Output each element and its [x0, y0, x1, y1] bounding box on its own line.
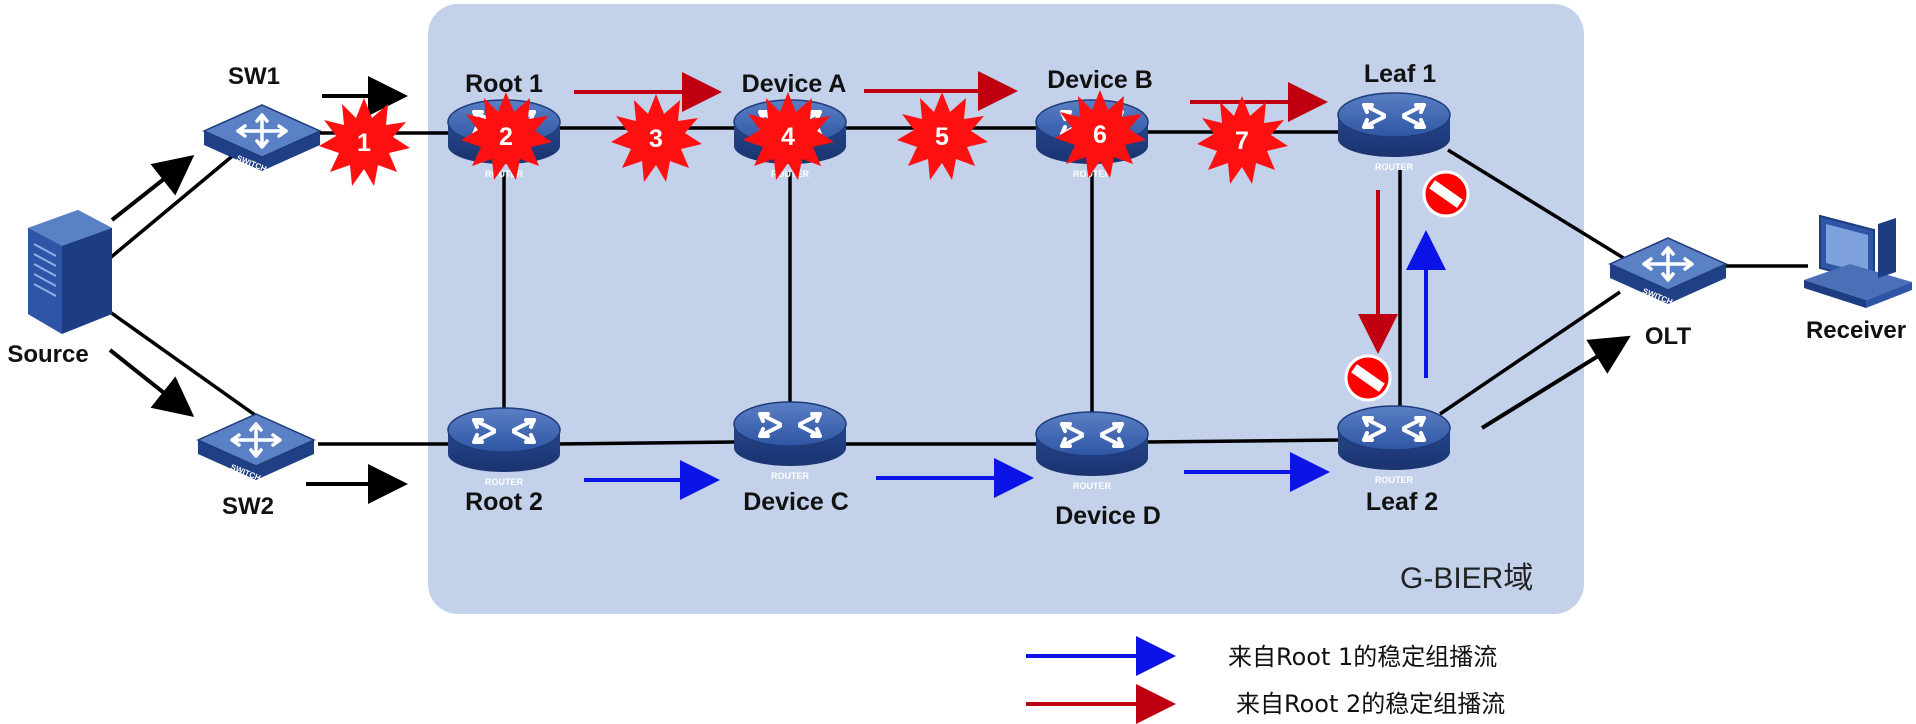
red-flow-arrows	[574, 71, 1398, 354]
fault-marker-1: 1	[319, 98, 410, 186]
domain-label: G-BIER域	[1400, 562, 1533, 595]
svg-text:6: 6	[1093, 121, 1107, 149]
fault-marker-5: 5	[897, 92, 988, 180]
router-badge: ROUTER	[1375, 475, 1414, 485]
arrow-source-to-sw1	[110, 155, 195, 222]
source-flow-arrows	[108, 76, 1631, 504]
label-sw1: SW1	[228, 63, 280, 90]
arrow-leaf2-to-olt	[1480, 335, 1631, 430]
blue-flow-arrows	[584, 230, 1446, 500]
router-badge: ROUTER	[485, 477, 524, 487]
label-leaf2: Leaf 2	[1366, 488, 1438, 516]
router-leaf2[interactable]: ROUTER	[1336, 404, 1452, 485]
label-device-a: Device A	[742, 70, 847, 98]
legend-red-text: 来自Root 2的稳定组播流	[1236, 690, 1505, 718]
svg-text:4: 4	[781, 123, 795, 151]
links	[108, 126, 1808, 446]
router-badge: ROUTER	[1073, 481, 1112, 491]
fault-marker-3: 3	[611, 94, 702, 182]
receiver-computer-icon[interactable]	[1804, 214, 1912, 308]
label-leaf1: Leaf 1	[1364, 60, 1436, 88]
fault-marker-7: 7	[1197, 96, 1288, 184]
switch-olt[interactable]: SWITCH	[1608, 236, 1728, 307]
label-source: Source	[7, 341, 88, 368]
svg-text:2: 2	[499, 123, 513, 151]
label-device-d: Device D	[1055, 502, 1161, 530]
router-badge: ROUTER	[485, 169, 524, 179]
router-device-d[interactable]: ROUTER	[1034, 410, 1150, 491]
link-deviced-leaf2	[1145, 438, 1341, 444]
router-badge: ROUTER	[771, 169, 810, 179]
router-device-c[interactable]: ROUTER	[732, 400, 848, 481]
fault-marker-4: 4	[743, 92, 834, 180]
router-root1[interactable]: ROUTER	[446, 98, 562, 179]
arrow-source-to-sw2	[108, 348, 195, 417]
router-root2[interactable]: ROUTER	[446, 406, 562, 487]
legend-blue-text: 来自Root 1的稳定组播流	[1228, 643, 1497, 671]
router-device-a[interactable]: ROUTER	[732, 98, 848, 179]
label-receiver: Receiver	[1806, 317, 1906, 344]
link-root2-devicec	[555, 440, 735, 446]
router-badge: ROUTER	[1073, 169, 1112, 179]
label-sw2: SW2	[222, 493, 274, 520]
router-leaf1[interactable]: ROUTER	[1336, 91, 1452, 172]
source-server-icon[interactable]	[28, 210, 112, 334]
switch-sw2[interactable]: SWITCH	[196, 412, 316, 483]
block-sign-icon	[1344, 354, 1392, 402]
svg-text:3: 3	[649, 125, 663, 153]
router-badge: ROUTER	[1375, 162, 1414, 172]
svg-text:7: 7	[1235, 127, 1249, 155]
block-sign-icon	[1422, 170, 1470, 218]
link-leaf2-olt	[1439, 290, 1621, 416]
label-root1: Root 1	[465, 70, 543, 98]
svg-text:1: 1	[357, 129, 371, 157]
fault-marker-6: 6	[1055, 90, 1146, 178]
label-root2: Root 2	[465, 488, 543, 516]
label-device-c: Device C	[743, 488, 849, 516]
label-device-b: Device B	[1047, 66, 1153, 94]
link-leaf1-olt	[1447, 148, 1631, 264]
legend: 来自Root 1的稳定组播流 来自Root 2的稳定组播流	[1026, 636, 1505, 724]
label-olt: OLT	[1645, 323, 1692, 350]
svg-text:5: 5	[935, 123, 949, 151]
link-source-sw2	[108, 310, 264, 422]
fault-marker-2: 2	[461, 92, 552, 180]
router-device-b[interactable]: ROUTER	[1034, 98, 1150, 179]
router-badge: ROUTER	[771, 471, 810, 481]
